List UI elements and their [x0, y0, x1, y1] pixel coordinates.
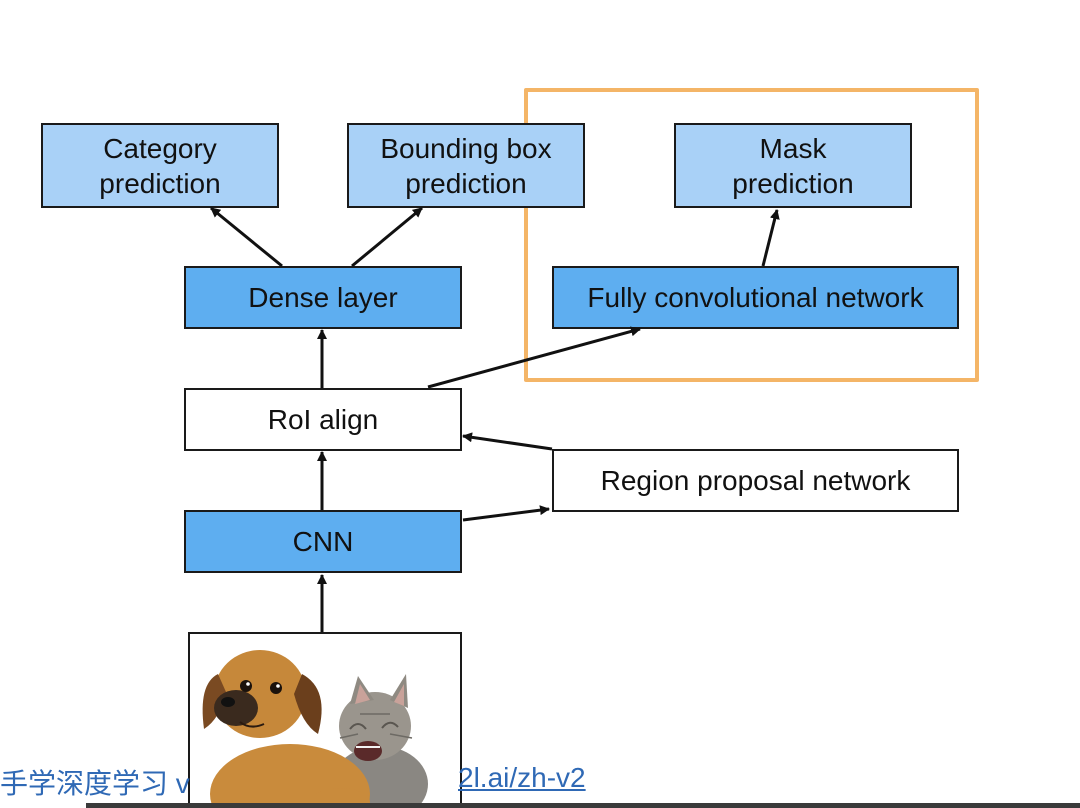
arrow-fcn-to-mask [761, 209, 780, 267]
roi-align-label: RoI align [267, 404, 379, 435]
arrow-dense-to-bbox [351, 206, 423, 268]
mask-prediction-node: Mask prediction [674, 123, 912, 208]
mask-prediction-line1: Mask [759, 132, 827, 164]
category-prediction-line1: Category [103, 132, 217, 164]
puppy-shape [202, 650, 370, 808]
watermark-left-text: 手学深度学习 v [0, 768, 190, 799]
arrow-roi-to-fcn [427, 326, 641, 389]
dense-layer-node: Dense layer [184, 266, 462, 329]
roi-align-node: RoI align [184, 388, 462, 451]
puppy-kitten-illustration [202, 650, 428, 808]
mask-prediction-line2: prediction [732, 167, 854, 199]
watermark: 手学深度学习 v 2l.ai/zh-v2 [0, 756, 1080, 808]
bottom-progress-bar [86, 803, 1080, 808]
watermark-link[interactable]: 2l.ai/zh-v2 [458, 762, 586, 793]
arrow-dense-to-category [210, 206, 283, 268]
kitten-shape [332, 674, 428, 808]
category-prediction-node: Category prediction [41, 123, 279, 208]
arrow-cnn-to-rpn [462, 505, 550, 522]
input-image [188, 632, 462, 808]
fcn-label: Fully convolutional network [587, 282, 924, 313]
bbox-prediction-line1: Bounding box [380, 132, 552, 164]
dense-layer-label: Dense layer [248, 282, 398, 313]
category-prediction-line2: prediction [99, 167, 221, 199]
bbox-prediction-line2: prediction [405, 167, 527, 199]
region-proposal-network-node: Region proposal network [552, 449, 959, 512]
fully-convolutional-network-node: Fully convolutional network [552, 266, 959, 329]
rpn-label: Region proposal network [600, 465, 911, 496]
cnn-node: CNN [184, 510, 462, 573]
bounding-box-prediction-node: Bounding box prediction [347, 123, 585, 208]
cnn-label: CNN [292, 526, 354, 557]
arrow-rpn-to-roi [462, 432, 553, 451]
